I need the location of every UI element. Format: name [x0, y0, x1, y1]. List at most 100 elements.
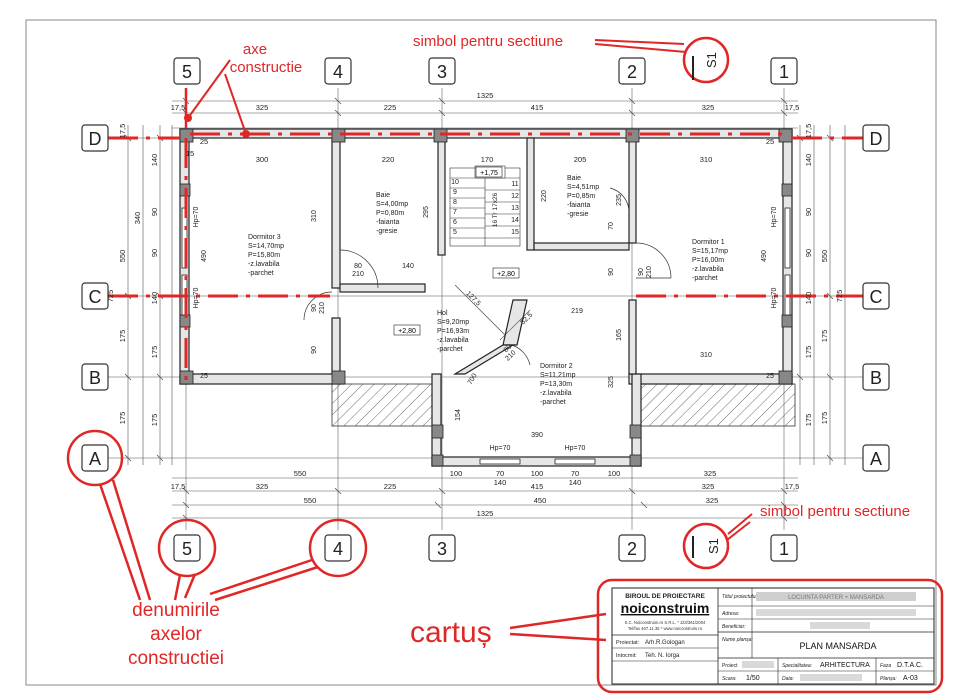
cartouche-faza-label: Faza	[880, 663, 891, 669]
room-dormitor2-perim: P=13,30m	[540, 381, 572, 388]
dim-right-175a: 175	[820, 330, 829, 343]
dim-bottom-small-left: 17,5	[171, 482, 186, 491]
dim-inner-top-310: 310	[700, 155, 713, 164]
hp-left-1: Hp=70	[193, 206, 200, 227]
room-dormitor2-finish1: -z.lavabila	[540, 390, 572, 397]
dim-90d: 90	[608, 268, 615, 276]
axis-label-top-5: 5	[182, 62, 192, 82]
step-15: 15	[511, 229, 519, 236]
step-12: 12	[511, 193, 519, 200]
dim-210a: 210	[352, 271, 364, 278]
cartouche-adresa-blur	[756, 609, 916, 616]
dim-left-in-175a: 175	[150, 346, 159, 359]
cartouche-intocmit-label: Intocmit:	[616, 653, 637, 659]
sheet-border	[25, 19, 937, 686]
room-dormitor1-finish1: -z.lavabila	[692, 266, 724, 273]
dim-bottom3-550: 550	[304, 496, 317, 505]
cartouche-firm-title: BIROUL DE PROIECTARE	[625, 593, 705, 600]
dim-310b: 310	[700, 352, 712, 359]
axis-label-left-C: C	[89, 287, 102, 307]
room-dormitor1-perim: P=16,00m	[692, 257, 724, 264]
section-symbol-bottom: S1	[682, 513, 753, 570]
annotation-constructie: constructie	[230, 59, 303, 76]
room-hol-finish1: -z.lavabila	[437, 337, 469, 344]
room-baie-2: Baie S=4,51mp P=0,85m -faianta -gresie	[567, 175, 599, 218]
step-14: 14	[511, 217, 519, 224]
cartouche-titlu-label: Titlul proiectului:	[722, 594, 759, 600]
level-center: +2,80	[497, 271, 515, 278]
stair-step-numbers: 10 9 8 7 6 5 11 12 13 14 15 16 Tr 17x26	[451, 179, 519, 236]
axis-label-left-A: A	[89, 449, 101, 469]
dim-25-bottom-right: 25	[766, 373, 774, 380]
room-dormitor1-area: S=15,17mp	[692, 248, 728, 255]
dim-490-right: 490	[761, 250, 768, 262]
cartouche-highlight	[596, 578, 944, 694]
cartouche-proiect-label: Proiect	[722, 663, 738, 669]
dim-inner-top-15: 15	[186, 149, 194, 158]
room-hol-finish2: -parchet	[437, 346, 463, 353]
dim-top-seg-3: 415	[531, 103, 544, 112]
room-hol-area: S=9,20mp	[437, 319, 469, 326]
dim-right-175b: 175	[820, 412, 829, 425]
dim-220: 220	[541, 190, 548, 202]
dim-235: 235	[616, 194, 623, 206]
hp-right-1: Hp=70	[771, 206, 778, 227]
dim-bottom-overall: 1325	[477, 509, 494, 518]
dim-inner-top-205: 205	[574, 155, 587, 164]
room-dormitor3-finish2: -parchet	[248, 270, 274, 277]
dim-bottom1b-140b: 140	[569, 478, 582, 487]
dim-310-vert: 310	[311, 210, 318, 222]
dim-left-550: 550	[118, 250, 127, 263]
cartouche-firm-line2: Tel/fax 467.11.35 * www.noiconstruim.ro	[628, 626, 703, 631]
cartouche-titlu-value: LOCUINTA PARTER + MANSARDA	[788, 595, 884, 601]
room-baie2-area: S=4,51mp	[567, 184, 599, 191]
axis-markers	[81, 57, 890, 562]
cartouche-proiectat-value: Arh.R.Gologan	[645, 640, 685, 646]
dim-bottom1b-140a: 140	[494, 478, 507, 487]
room-dormitor-3: Dormitor 3 S=14,70mp P=15,80m -z.lavabil…	[248, 234, 284, 277]
dim-700: 700	[467, 372, 479, 386]
dim-right-in-140a: 140	[804, 154, 813, 167]
dim-bottom1-70b: 70	[571, 469, 579, 478]
cartouche-specialitatea-label: Specialitatea:	[782, 663, 813, 669]
axis-label-top-4: 4	[333, 62, 343, 82]
axis-label-right-C: C	[870, 287, 883, 307]
dim-inner-top-300: 300	[256, 155, 269, 164]
room-baie-1: Baie S=4,00mp P=0,80m -faianta -gresie	[376, 192, 408, 235]
cartouche-faza-value: D.T.A.C.	[897, 662, 923, 669]
level-hol: +2,80	[398, 328, 416, 335]
axis-pointer-line-2	[224, 73, 247, 135]
cartouche-beneficiar-label: Beneficiar:	[722, 624, 746, 630]
axis-label-right-D: D	[870, 129, 883, 149]
axis-labels: 5 4 3 2 1 5 4 3 2 1 D C B A D C B A	[89, 62, 883, 559]
dim-top-small-left: 17,5	[171, 103, 186, 112]
room-dormitor3-area: S=14,70mp	[248, 243, 284, 250]
dim-bottom1-325: 325	[704, 469, 717, 478]
dim-top-seg-2: 225	[384, 103, 397, 112]
cartouche-adresa-label: Adresa:	[721, 611, 740, 617]
dim-left-725: 725	[106, 290, 115, 303]
room-baie2-name: Baie	[567, 175, 581, 182]
level-markers: +1,75 +2,80 +2,80	[393, 166, 520, 336]
dim-inner-top-220: 220	[382, 155, 395, 164]
axis-label-right-B: B	[870, 368, 882, 388]
dim-right-in-90b: 90	[804, 249, 813, 257]
dim-left-175b: 175	[118, 412, 127, 425]
room-hol-name: Hol	[437, 310, 448, 317]
dimension-texts: 1325 325 225 415 325 17,5 17,5 300 220 1…	[171, 91, 800, 518]
dim-295: 295	[423, 206, 430, 218]
annotation-cartus: cartuș	[410, 616, 492, 649]
cartouche-firm-name: noiconstruim	[621, 600, 710, 616]
dim-390: 390	[531, 432, 543, 439]
cartouche-titlu-blur	[756, 592, 916, 601]
cartouche-nume-value: PLAN MANSARDA	[799, 641, 876, 651]
room-dormitor2-area: S=11,21mp	[540, 372, 576, 379]
room-dormitor1-finish2: -parchet	[692, 275, 718, 282]
room-baie1-finish1: -faianta	[376, 219, 399, 226]
dim-left-in-140a: 140	[150, 154, 159, 167]
annotation-texts: axe constructie simbol pentru sectiune s…	[128, 33, 910, 669]
annotation-axis-names-2: axelor	[150, 624, 202, 645]
dim-490-left: 490	[201, 250, 208, 262]
section-label-top: S1	[704, 52, 719, 68]
cartouche-proiect-blur	[742, 661, 774, 668]
